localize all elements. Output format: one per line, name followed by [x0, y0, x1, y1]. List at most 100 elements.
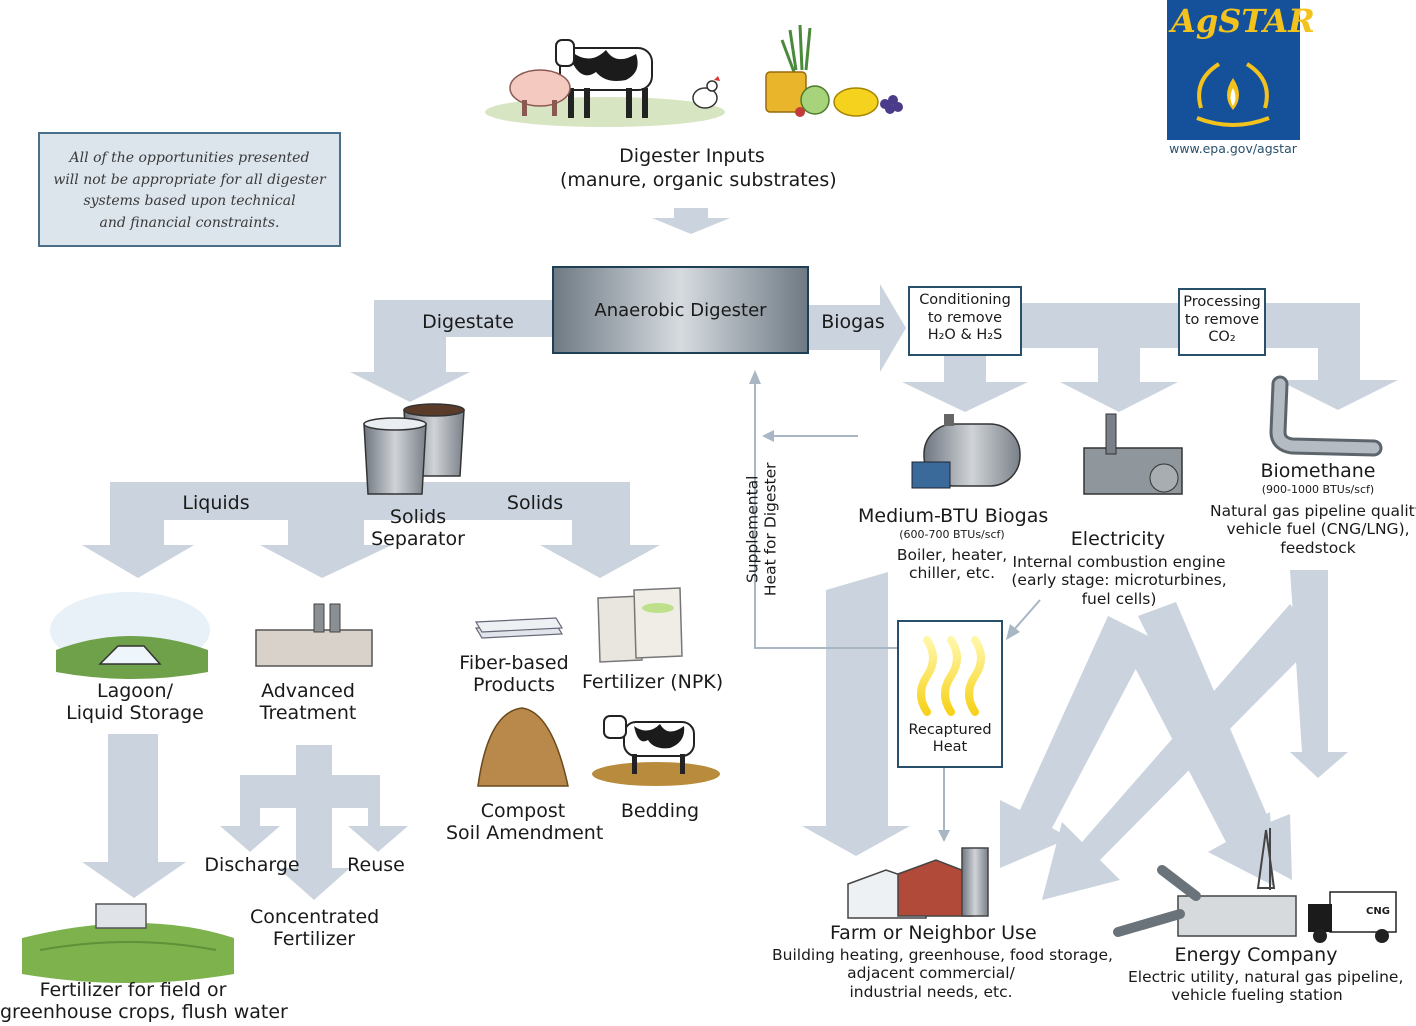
electricity-line: fuel cells) [1081, 589, 1157, 608]
farm-uses: Building heating, greenhouse, food stora… [772, 946, 1113, 1001]
medium-btu-line: chiller, etc. [908, 564, 996, 583]
supplemental-heat-label: Supplemental Heat for Digester [744, 419, 781, 639]
farm-line: adjacent commercial/ [847, 964, 1015, 983]
biogas-label: Biogas [821, 311, 885, 333]
processing-line: CO₂ [1208, 329, 1236, 346]
heat-waves-icon [917, 636, 985, 716]
disclaimer-line: will not be appropriate for all digester [53, 171, 326, 188]
digestate-arrow [350, 300, 552, 402]
input-arrow [652, 208, 730, 234]
digester-inputs-subtitle: (manure, organic substrates) [560, 169, 837, 191]
advanced-line: Advanced [261, 680, 355, 702]
biomethane-uses: Natural gas pipeline quality, vehicle fu… [1210, 502, 1416, 557]
farm-line: Building heating, greenhouse, food stora… [772, 946, 1113, 964]
processing-line: to remove [1184, 311, 1260, 328]
processing-box: Processing to remove CO₂ [1178, 288, 1266, 356]
compost-line: Compost [480, 800, 566, 822]
biogas-arrow [809, 284, 906, 372]
conditioning-box: Conditioning to remove H₂O & H₂S [908, 286, 1022, 356]
fiber-line: Fiber-based [459, 652, 569, 674]
liquids-solids-band [82, 482, 660, 578]
medium-btu-line: Boiler, heater, [896, 546, 1008, 564]
to-electricity-arrow [1060, 348, 1178, 412]
concentrated-fertilizer-label: Concentrated Fertilizer [250, 906, 380, 951]
solids-separator-illustration [363, 403, 465, 495]
field-line: Fertilizer for field or [39, 979, 227, 1001]
logo-emblem-icon [1196, 62, 1270, 127]
engine-illustration [1083, 413, 1183, 495]
medium-to-farm-arrow [802, 572, 910, 856]
thin-lines [749, 370, 1041, 842]
biomethane-spec: (900-1000 BTUs/scf) [1261, 483, 1375, 496]
electricity-to-energy-arrow [1108, 616, 1274, 886]
biomethane-down-arrow [1290, 570, 1348, 778]
biomethane-title: Biomethane [1260, 460, 1376, 482]
electricity-title: Electricity [1070, 528, 1166, 550]
logo-wordmark: AgSTAR [1171, 2, 1315, 40]
discharge-label: Discharge [204, 854, 300, 876]
field-line: greenhouse crops, flush water [0, 1001, 288, 1024]
agstar-logo: AgSTAR [1167, 0, 1315, 140]
electricity-uses: Internal combustion engine (early stage:… [1010, 553, 1228, 608]
fiber-products-label: Fiber-based Products [456, 652, 572, 697]
fiber-line: Products [472, 674, 556, 697]
conditioning-line: to remove [927, 309, 1003, 326]
concentrated-line: Concentrated [250, 906, 380, 928]
energy-line: Electric utility, natural gas pipeline, [1128, 968, 1404, 986]
lagoon-down-arrow [82, 734, 186, 898]
compost-label: Compost Soil Amendment [446, 800, 604, 845]
supplemental-line: Heat for Digester [762, 462, 780, 597]
treatment-split-arrow [220, 745, 408, 900]
fertilizer-npk-label: Fertilizer (NPK) [582, 671, 724, 693]
electricity-to-farm-arrow [1000, 616, 1152, 868]
recaptured-line: Heat [932, 738, 968, 755]
fiber-products-illustration [474, 617, 564, 639]
digester-inputs-title: Digester Inputs [619, 145, 765, 167]
electricity-to-energy-arrow-2 [1138, 602, 1292, 880]
boiler-illustration [911, 414, 1021, 489]
lagoon-line: Lagoon/ [97, 680, 173, 702]
reuse-label: Reuse [347, 854, 405, 876]
anaerobic-digester: Anaerobic Digester [552, 266, 809, 354]
bedding-label: Bedding [620, 800, 700, 822]
farm-line: industrial needs, etc. [849, 982, 1013, 1001]
medium-btu-title: Medium-BTU Biogas [858, 505, 1049, 527]
advanced-line: Treatment [259, 702, 357, 725]
agstar-url: www.epa.gov/agstar [1169, 141, 1297, 156]
disclaimer-line: All of the opportunities presented [69, 150, 310, 166]
separator-line: Separator [371, 528, 465, 551]
solids-label: Solids [506, 492, 564, 514]
digester-label: Anaerobic Digester [594, 300, 767, 321]
fertilizer-bags-illustration [597, 587, 683, 663]
to-medium-arrow [902, 355, 1028, 412]
energy-title: Energy Company [1174, 944, 1338, 966]
field-illustration [22, 903, 234, 983]
lagoon-label: Lagoon/ Liquid Storage [60, 680, 210, 725]
organic-substrates-illustration [765, 24, 903, 117]
cng-badge: CNG [1366, 906, 1390, 917]
digestate-label: Digestate [422, 311, 514, 333]
energy-uses: Electric utility, natural gas pipeline, … [1128, 968, 1404, 1005]
flow-arrows [82, 208, 1398, 900]
compost-illustration [477, 707, 569, 787]
biomethane-line: feedstock [1280, 538, 1356, 557]
separator-line: Solids [389, 506, 447, 528]
field-fertilizer-label: Fertilizer for field or greenhouse crops… [0, 979, 288, 1024]
cow-pig-chicken-illustration [485, 39, 725, 127]
pipe-illustration [1269, 375, 1383, 457]
processing-line: Processing [1183, 294, 1261, 310]
advanced-treatment-illustration [255, 603, 373, 667]
farm-title: Farm or Neighbor Use [830, 922, 1037, 944]
electricity-line: Internal combustion engine [1012, 553, 1226, 571]
disclaimer-line: systems based upon technical [83, 193, 296, 210]
supplemental-line: Supplemental [743, 475, 762, 584]
compost-line: Soil Amendment [446, 822, 604, 845]
advanced-treatment-label: Advanced Treatment [250, 680, 366, 725]
energy-company-illustration [1113, 828, 1397, 943]
medium-btu-spec: (600-700 BTUs/scf) [899, 528, 1005, 541]
gas-right-band [1266, 303, 1398, 410]
biomethane-line: Natural gas pipeline quality, [1210, 502, 1416, 520]
disclaimer-note: All of the opportunities presented will … [38, 132, 341, 247]
concentrated-line: Fertilizer [272, 928, 356, 951]
